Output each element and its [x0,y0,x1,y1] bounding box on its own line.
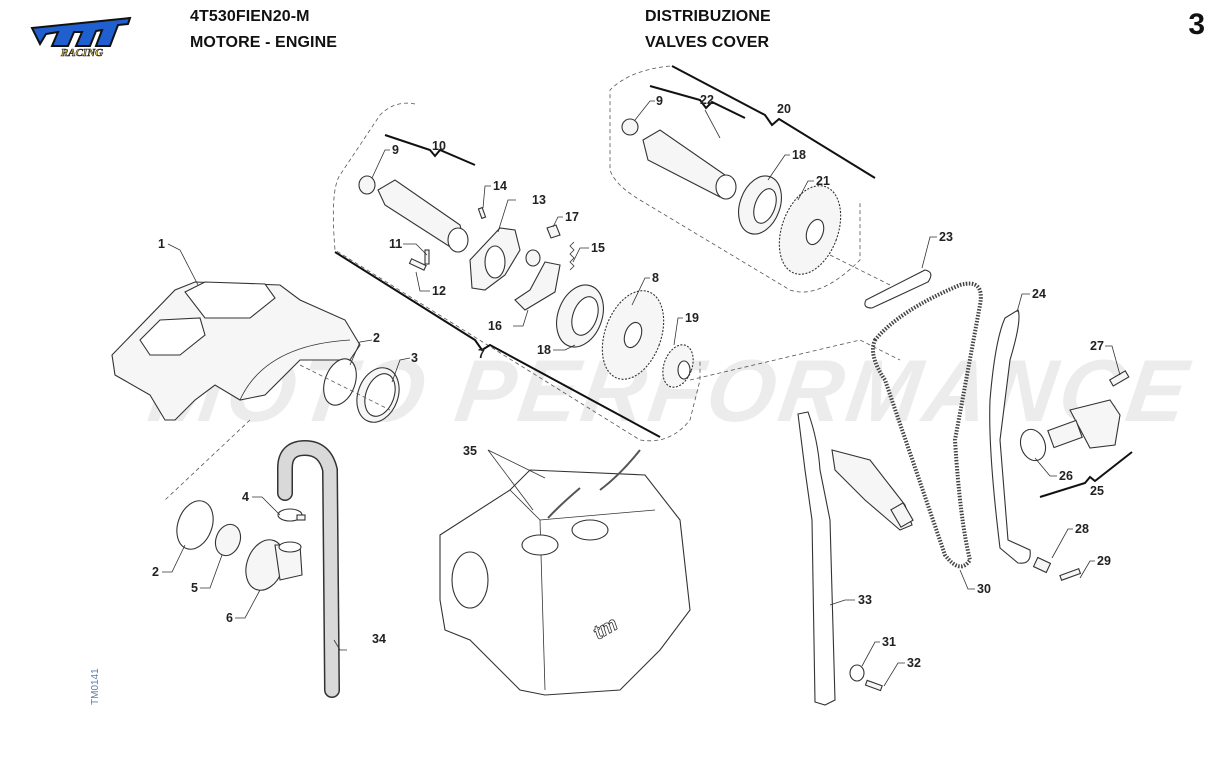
callout-30: 30 [977,582,991,596]
o-ring-2b [176,500,214,550]
one-way-clutch-19 [662,344,694,388]
timing-chain [871,281,983,569]
callout-22: 22 [700,93,714,107]
sprocket-21 [778,185,842,275]
sprocket-8 [601,290,665,380]
callout-18: 18 [537,343,551,357]
half-ring-35a [547,487,581,519]
tensioner-slider-24 [989,309,1031,564]
callout-18b: 18 [792,148,806,162]
brace-22 [649,85,746,119]
callout-34: 34 [372,632,386,646]
callout-21: 21 [816,174,830,188]
cylinder-head: tm [439,449,691,696]
crankshaft-end [831,449,914,531]
brace-10 [384,134,476,166]
washer-31 [849,664,865,682]
pin-12 [408,258,427,271]
callout-2: 2 [373,331,380,345]
callout-25: 25 [1090,484,1104,498]
screw-32 [864,679,883,692]
callout-5: 5 [191,581,198,595]
callout-1: 1 [158,237,165,251]
callout-23: 23 [939,230,953,244]
callout-7: 7 [478,347,485,361]
group-title-en: VALVES COVER [645,34,770,51]
callout-20: 20 [777,102,791,116]
callout-13: 13 [532,193,546,207]
pin-14 [477,206,487,220]
callout-16: 16 [488,319,502,333]
spring-15 [569,241,575,271]
group-7-outline [332,102,701,442]
callout-31: 31 [882,635,896,649]
callout-15: 15 [591,241,605,255]
callout-29: 29 [1097,554,1111,568]
callout-4: 4 [242,490,249,504]
group-20-outline [609,65,861,293]
callout-32: 32 [907,656,921,670]
screw-27 [1108,370,1130,387]
callout-9: 9 [392,143,399,157]
callout-8: 8 [652,271,659,285]
exhaust-camshaft [358,175,469,253]
callout-14: 14 [493,179,507,193]
brace-20 [671,65,876,179]
seal-5 [214,523,242,557]
chain-guide-23 [864,269,932,309]
callout-2b: 2 [152,565,159,579]
callout-12: 12 [432,284,446,298]
decompressor-lever [514,261,561,311]
callout-26: 26 [1059,469,1073,483]
spacer-28 [1032,556,1052,574]
callout-33: 33 [858,593,872,607]
breather-fitting-6 [245,539,303,591]
callout-10: 10 [432,139,446,153]
callout-28: 28 [1075,522,1089,536]
pin-11 [424,249,430,265]
callout-9b: 9 [656,94,663,108]
callout-27: 27 [1090,339,1104,353]
logo-racing-text: RACING [60,47,103,58]
valve-cover [111,281,361,421]
brace-25 [1039,451,1133,498]
tm-racing-logo: RACING [26,10,136,59]
chain-tensioner [1019,370,1130,462]
o-ring-2 [323,358,357,406]
callout-24: 24 [1032,287,1046,301]
intake-camshaft [621,118,737,200]
hose-clamp-4 [277,508,306,522]
screw-17 [546,224,561,239]
half-ring-35b [599,449,641,491]
callout-19: 19 [685,311,699,325]
callout-3: 3 [411,351,418,365]
callout-35: 35 [463,444,477,458]
section-title: MOTORE - ENGINE [190,34,337,51]
page-number: 3 [1188,8,1205,41]
callout-11: 11 [389,237,402,251]
brace-7 [334,251,661,438]
bearing-18-intake [738,175,782,235]
callout-17: 17 [565,210,579,224]
model-code: 4T530FIEN20-M [190,8,310,25]
callout-6: 6 [226,611,233,625]
bearing-18 [556,284,604,348]
screw-29 [1059,567,1082,581]
gasket-26 [1019,428,1047,462]
chain-guide-33 [797,411,836,706]
group-title-it: DISTRIBUZIONE [645,8,771,25]
